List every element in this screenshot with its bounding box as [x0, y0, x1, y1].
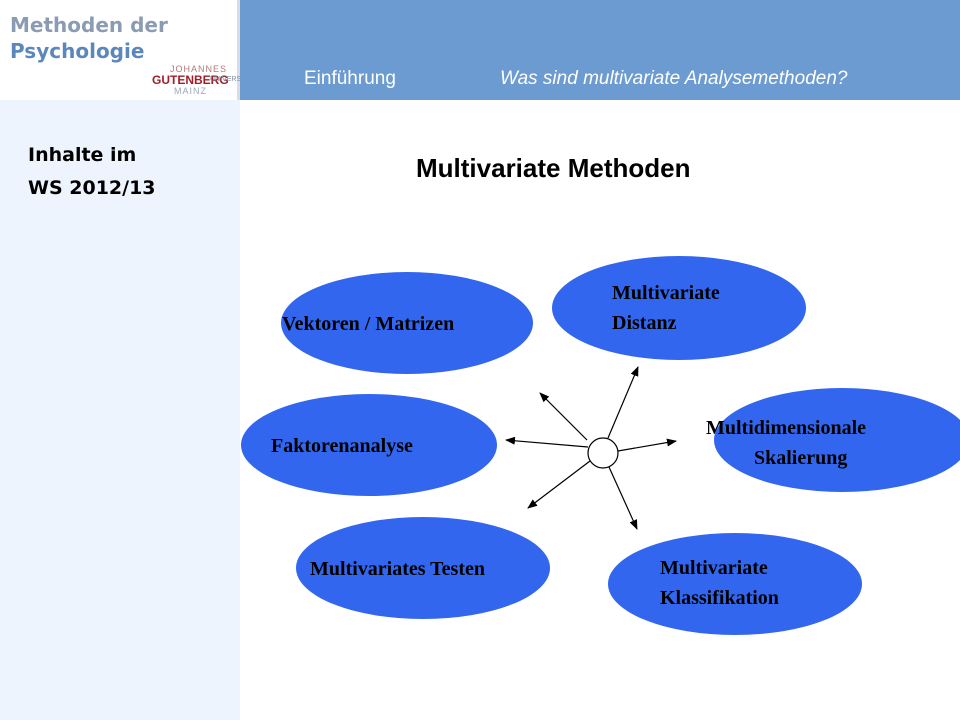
node-label-line: Multivariate: [660, 557, 768, 579]
nav-current-topic[interactable]: Was sind multivariate Analysemethoden?: [500, 68, 848, 89]
node-label-faktoren: Faktorenanalyse: [271, 431, 413, 461]
sidebar-heading-line-1: Inhalte im: [28, 144, 137, 166]
arrow-to-testen: [527, 460, 591, 509]
arrows: [505, 366, 677, 530]
header-bar: [240, 0, 960, 100]
arrow-to-klassifikation: [608, 466, 638, 530]
node-label-testen: Multivariates Testen: [310, 554, 485, 584]
node-testen: [296, 517, 550, 619]
logo-box: Methoden der Psychologie JOHANNES GUTENB…: [0, 0, 256, 100]
node-label-line: Vektoren / Matrizen: [282, 313, 455, 335]
node-label-line: Multivariates Testen: [310, 558, 485, 580]
node-vektoren: [281, 272, 533, 374]
university-logo: JOHANNES GUTENBERG UNIVERSITÄT MAINZ: [150, 64, 256, 98]
node-label-line: Multivariate: [612, 282, 720, 304]
university-logo-bottom: MAINZ: [174, 86, 207, 96]
node-skalierung: [714, 388, 960, 492]
sidebar: Inhalte im WS 2012/13: [0, 100, 240, 720]
arrow-to-distanz: [607, 366, 639, 439]
nodes: [241, 256, 960, 635]
university-logo-top: JOHANNES: [170, 64, 228, 74]
node-label-line: Faktorenanalyse: [271, 435, 413, 457]
nav-section-link[interactable]: Einführung: [304, 68, 396, 89]
arrow-to-vektoren: [539, 392, 588, 441]
university-logo-side: UNIVERSITÄT: [210, 76, 257, 83]
node-label-line: Distanz: [612, 312, 677, 334]
node-label-line: Multidimensionale: [706, 417, 867, 439]
logo-line-2: Psychologie: [10, 39, 145, 63]
slide-title: Multivariate Methoden: [416, 153, 691, 183]
node-label-line: Skalierung: [754, 447, 848, 469]
university-logo-main: GUTENBERG: [152, 73, 229, 87]
hub-circle: [587, 437, 619, 469]
node-label-vektoren: Vektoren / Matrizen: [282, 309, 454, 339]
node-klassifikation: [608, 533, 862, 635]
node-label-line: Klassifikation: [660, 587, 779, 609]
sidebar-heading-line-2: WS 2012/13: [28, 177, 156, 199]
arrow-to-faktoren: [505, 436, 589, 448]
arrow-to-skalierung: [617, 438, 677, 452]
node-faktoren: [241, 394, 497, 496]
logo-line-1: Methoden der: [10, 13, 168, 37]
node-distanz: [552, 256, 806, 360]
